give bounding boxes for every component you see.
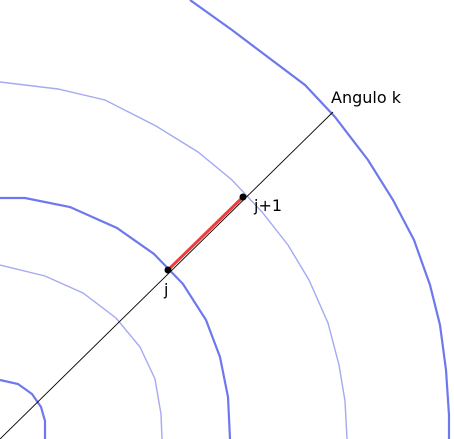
angle-ray: [0, 111, 334, 439]
circle-outer-2: [189, 0, 451, 439]
point-j-label: j: [163, 280, 168, 299]
circle-outer-1: [0, 81, 348, 439]
point-j1: [239, 193, 247, 201]
circle-j: [0, 196, 232, 439]
segment-j-to-j1: [166, 195, 245, 272]
point-j: [164, 266, 172, 274]
angle-label: Angulo k: [331, 88, 402, 107]
circle-inner-1: [0, 264, 163, 439]
point-j1-label: j+1: [253, 196, 282, 215]
circle-inner-2: [0, 378, 47, 439]
